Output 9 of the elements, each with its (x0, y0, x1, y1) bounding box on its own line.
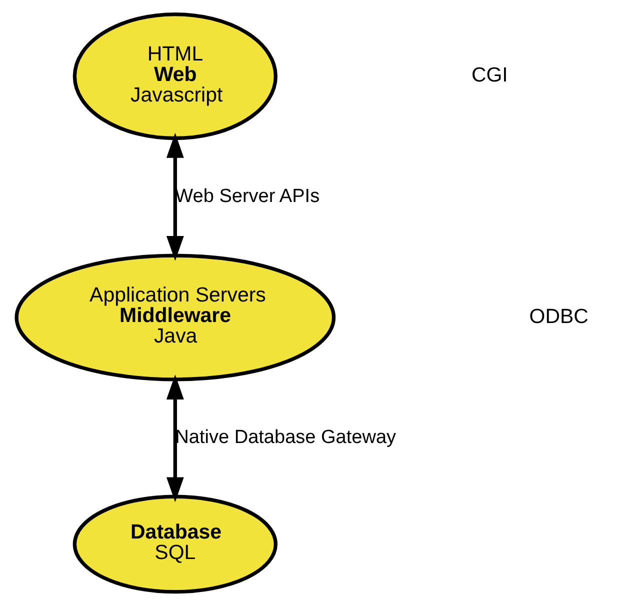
node-ellipse: Application Servers Middleware Java (14, 254, 336, 382)
arrow (166, 132, 184, 261)
edge-label: Native Database Gateway (175, 427, 396, 448)
node-ellipse: Database SQL (72, 494, 278, 594)
label: CGI (471, 64, 508, 87)
arrow (166, 374, 184, 502)
node-ellipse: HTML Web Javascript (72, 12, 278, 140)
edge-label: Web Server APIs (175, 186, 320, 207)
label: ODBC (529, 304, 588, 328)
